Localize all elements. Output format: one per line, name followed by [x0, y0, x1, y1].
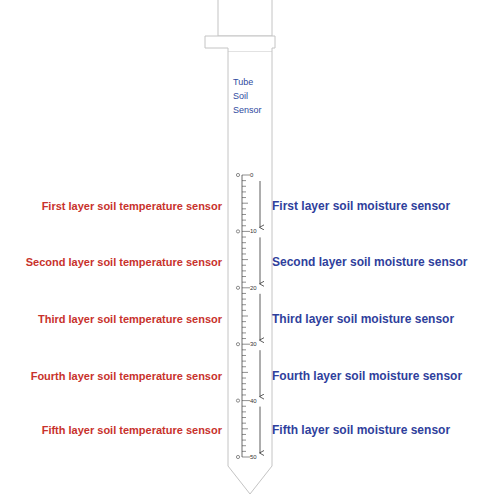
moisture-label: Second layer soil moisture sensor	[272, 255, 467, 269]
scale-number: 50	[250, 454, 257, 460]
temperature-label: Third layer soil temperature sensor	[38, 313, 222, 325]
moisture-label: First layer soil moisture sensor	[272, 199, 450, 213]
temperature-label: Second layer soil temperature sensor	[26, 256, 222, 268]
scale-number: 40	[250, 398, 257, 404]
moisture-label: Third layer soil moisture sensor	[272, 312, 454, 326]
moisture-label: Fourth layer soil moisture sensor	[272, 369, 462, 383]
temperature-label: First layer soil temperature sensor	[42, 200, 222, 212]
scale-number: 0	[250, 172, 253, 178]
sensor-tube: Tube Soil Sensor	[200, 0, 280, 498]
moisture-label: Fifth layer soil moisture sensor	[272, 423, 450, 437]
tube-title: Tube Soil Sensor	[233, 76, 269, 118]
scale-number: 20	[250, 285, 257, 291]
temperature-label: Fifth layer soil temperature sensor	[42, 424, 222, 436]
scale-number: 10	[250, 228, 257, 234]
temperature-label: Fourth layer soil temperature sensor	[31, 370, 222, 382]
scale-number: 30	[250, 341, 257, 347]
tube-outline	[200, 0, 280, 498]
